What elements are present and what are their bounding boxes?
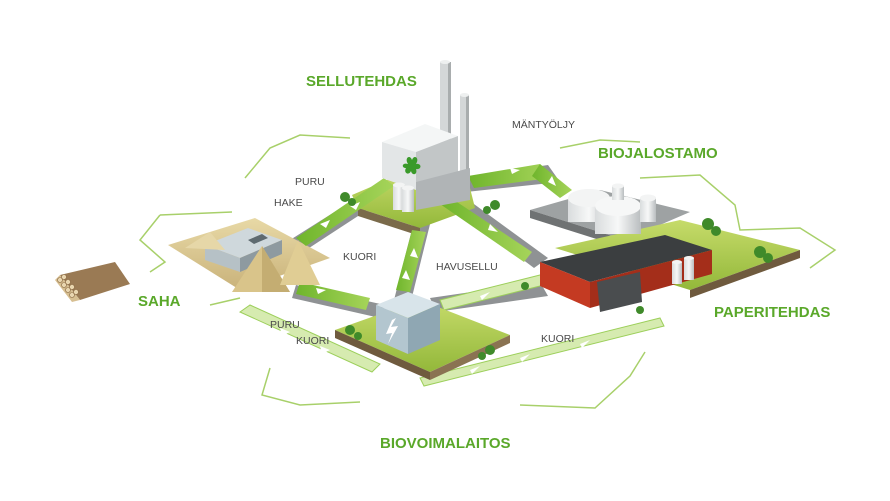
label-biojalostamo: BIOJALOSTAMO — [598, 145, 718, 162]
lightning-bolt-icon — [386, 318, 398, 344]
label-sellutehdas: SELLUTEHDAS — [306, 73, 417, 90]
log-pile — [55, 262, 130, 302]
dash-arrows — [280, 292, 590, 374]
leaf-logo-icon — [402, 157, 421, 175]
flow-label-mantyoljy: MÄNTYÖLJY — [512, 119, 575, 131]
flow-label-kuori-center: KUORI — [343, 251, 376, 263]
trees — [340, 192, 773, 360]
saha-sawmill — [185, 228, 320, 292]
flow-label-puru-bottom: PURU — [270, 319, 300, 331]
flow-label-hake: HAKE — [274, 197, 303, 209]
arrow-chevrons — [316, 168, 556, 294]
outline-lines — [138, 134, 837, 409]
label-saha: SAHA — [138, 293, 181, 310]
flow-label-havusellu: HAVUSELLU — [436, 261, 498, 273]
flow-label-kuori-right: KUORI — [541, 333, 574, 345]
label-biovoimalaitos: BIOVOIMALAITOS — [380, 435, 511, 452]
paperitehdas-building — [540, 235, 712, 312]
label-paperitehdas: PAPERITEHDAS — [714, 304, 830, 321]
sellutehdas-building — [382, 60, 470, 212]
diagram-labels: SELLUTEHDAS BIOJALOSTAMO SAHA PAPERITEHD… — [138, 73, 830, 452]
biojalostamo-tanks — [568, 183, 656, 234]
flow-strips — [238, 269, 665, 387]
flow-label-puru-top: PURU — [295, 176, 325, 188]
flow-label-kuori-left: KUORI — [296, 335, 329, 347]
